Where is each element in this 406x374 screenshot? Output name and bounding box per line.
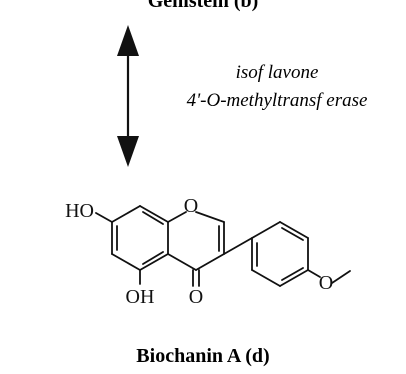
atom-ring-o-label: O [184, 195, 198, 217]
reaction-arrow [117, 25, 139, 167]
bottom-compound-label: Biochanin A (d) [136, 345, 269, 367]
atom-keto-o-label: O [189, 286, 203, 308]
arrowhead-up [117, 25, 139, 56]
atom-oh-label: OH [126, 286, 155, 308]
atom-ho-label: HO [65, 200, 94, 222]
atom-methoxy-o-label: O [319, 272, 333, 294]
enzyme-label-line1: isof lavone [236, 62, 319, 83]
top-compound-label: Genistein (b) [148, 0, 259, 12]
arrowhead-down [117, 136, 139, 167]
biochanin-structure [95, 205, 351, 287]
enzyme-label-line2: 4'-O-methyltransf erase [187, 90, 368, 111]
